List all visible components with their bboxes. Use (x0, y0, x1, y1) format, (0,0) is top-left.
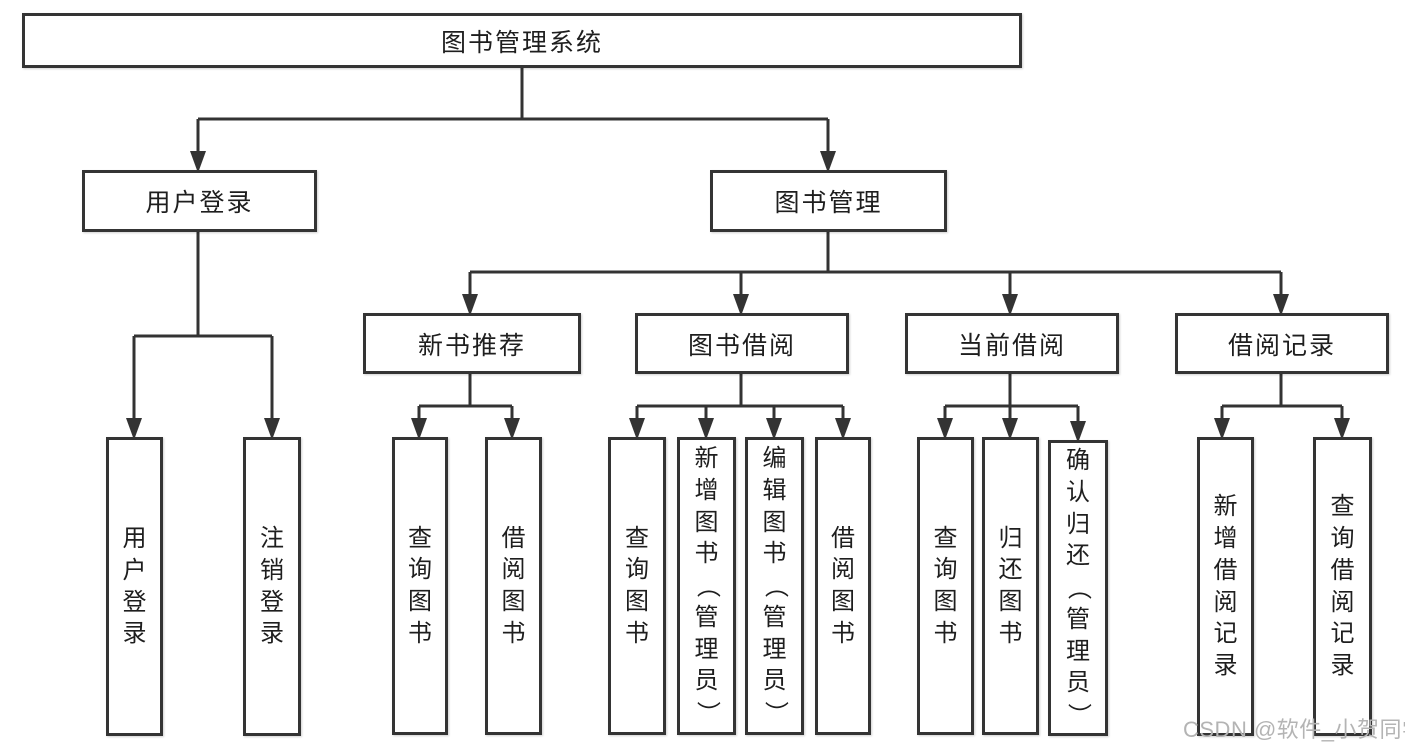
leaf-borrow-books: 借阅图书 (815, 437, 871, 735)
leaf-return-books: 归还图书 (982, 437, 1039, 735)
leaf-confirm-return-admin: 确认归还（管理员） (1048, 440, 1108, 736)
leaf-recommend-borrow-books: 借阅图书 (485, 437, 542, 735)
node-borrowing-records: 借阅记录 (1175, 313, 1389, 374)
leaf-recommend-query-books: 查询图书 (392, 437, 448, 735)
leaf-borrowing-query-books: 查询图书 (608, 437, 666, 735)
node-library-management-system: 图书管理系统 (22, 13, 1022, 68)
node-new-book-recommendation: 新书推荐 (363, 313, 581, 374)
leaf-add-borrow-record: 新增借阅记录 (1197, 437, 1254, 736)
leaf-query-borrow-record: 查询借阅记录 (1313, 437, 1372, 736)
node-user-login: 用户登录 (82, 170, 317, 232)
leaf-add-books-admin: 新增图书（管理员） (677, 437, 736, 735)
node-current-borrowing: 当前借阅 (905, 313, 1119, 374)
node-book-borrowing: 图书借阅 (635, 313, 849, 374)
csdn-watermark: CSDN @软件_小贺同学 (1183, 717, 1405, 742)
leaf-user-login: 用户登录 (106, 437, 163, 736)
leaf-logout: 注销登录 (243, 437, 301, 736)
leaf-current-query-books: 查询图书 (917, 437, 974, 735)
node-book-management: 图书管理 (710, 170, 947, 232)
leaf-edit-books-admin: 编辑图书（管理员） (745, 437, 804, 735)
